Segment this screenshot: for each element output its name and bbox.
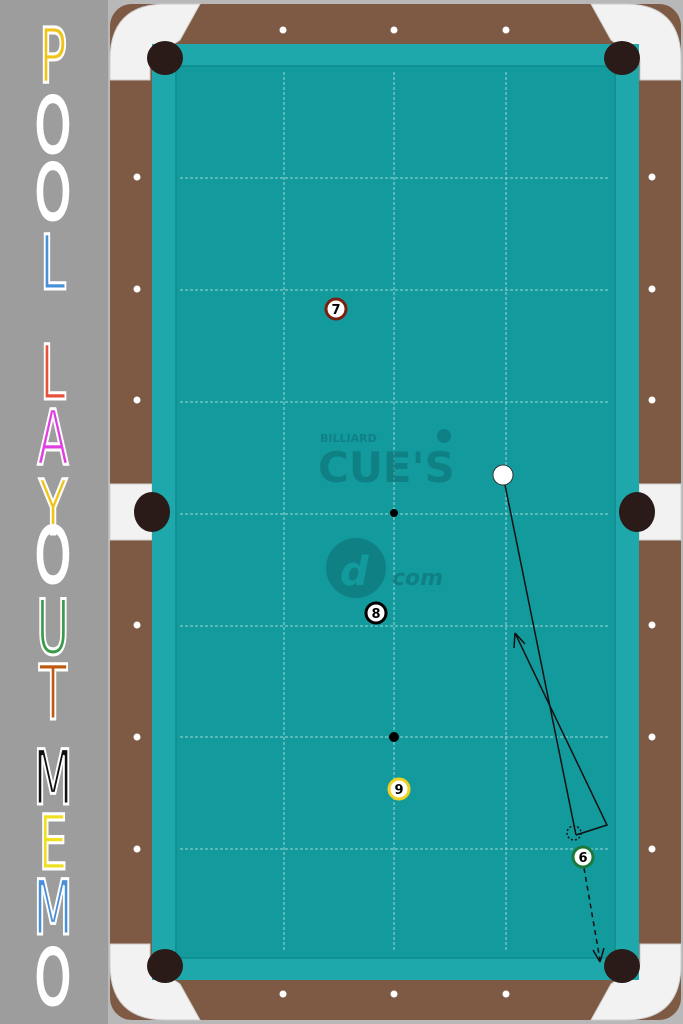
pocket: [604, 41, 640, 75]
rail-diamond: [133, 285, 141, 293]
rail-diamonds: [133, 26, 656, 998]
ball-8[interactable]: 8: [364, 601, 388, 625]
rail-diamond: [133, 173, 141, 181]
title-letter: E: [38, 798, 69, 887]
cue-arrow-icon: [513, 632, 526, 649]
rail-diamond: [279, 26, 287, 34]
watermark-ball-icon: [437, 429, 451, 443]
rail-diamond: [390, 26, 398, 34]
shot-paths: [502, 474, 609, 963]
corner-caps: [109, 3, 682, 1021]
title-letter: P: [38, 11, 67, 100]
rail-diamond: [502, 990, 510, 998]
cue-return-line: [514, 632, 609, 836]
title-letter: M: [32, 733, 73, 822]
rail-diamond: [133, 845, 141, 853]
ball-6[interactable]: 6: [571, 845, 595, 869]
rail-diamond: [648, 845, 656, 853]
rail-diamond: [502, 26, 510, 34]
watermark: BILLIARD CUE'S d com: [318, 429, 455, 598]
foot-spot: [389, 732, 399, 742]
pocket: [134, 492, 170, 532]
title-letter: A: [36, 393, 69, 482]
rail-diamond: [279, 990, 287, 998]
rail-diamond: [133, 396, 141, 404]
ball-6-label: 6: [578, 851, 587, 866]
pocket: [604, 949, 640, 983]
rail-diamond: [133, 621, 141, 629]
title-letter: O: [34, 933, 72, 1022]
watermark-com: com: [392, 566, 443, 591]
ball-8-label: 8: [371, 607, 380, 622]
ball-9-label: 9: [394, 783, 403, 798]
rail-diamond: [648, 285, 656, 293]
watermark-cues: CUE'S: [318, 443, 455, 492]
title-letter: O: [34, 148, 72, 237]
watermark-logo-letter: d: [340, 549, 369, 595]
cushion-edges: [175, 65, 616, 959]
ball-7-label: 7: [331, 303, 340, 318]
title-letter: L: [39, 218, 66, 307]
object-ball-path: [583, 867, 601, 961]
cue-path-line: [502, 474, 577, 836]
title-letter: T: [38, 648, 68, 737]
rail-diamond: [648, 396, 656, 404]
rail-diamond: [390, 990, 398, 998]
title-letter: O: [34, 511, 72, 600]
title-letter: L: [39, 328, 66, 417]
rail-diamond: [133, 733, 141, 741]
watermark-billiard: BILLIARD: [320, 432, 377, 445]
pockets: [134, 41, 655, 983]
title-letter: M: [32, 863, 73, 952]
ball-cue[interactable]: [492, 464, 514, 486]
title-letter: Y: [38, 463, 68, 552]
title-letter: O: [34, 81, 72, 170]
pocket: [619, 492, 655, 532]
rail-diamond: [648, 173, 656, 181]
rail-diamond: [648, 733, 656, 741]
center-spot: [390, 509, 398, 517]
ball-7[interactable]: 7: [324, 297, 348, 321]
rail-diamond: [648, 621, 656, 629]
object-arrow-icon: [592, 947, 605, 963]
ghost-ball: [566, 825, 582, 841]
pocket: [147, 949, 183, 983]
watermark-logo-icon: [326, 538, 386, 598]
ball-9[interactable]: 9: [387, 777, 411, 801]
pocket: [147, 41, 183, 75]
title-letter: U: [35, 583, 70, 672]
